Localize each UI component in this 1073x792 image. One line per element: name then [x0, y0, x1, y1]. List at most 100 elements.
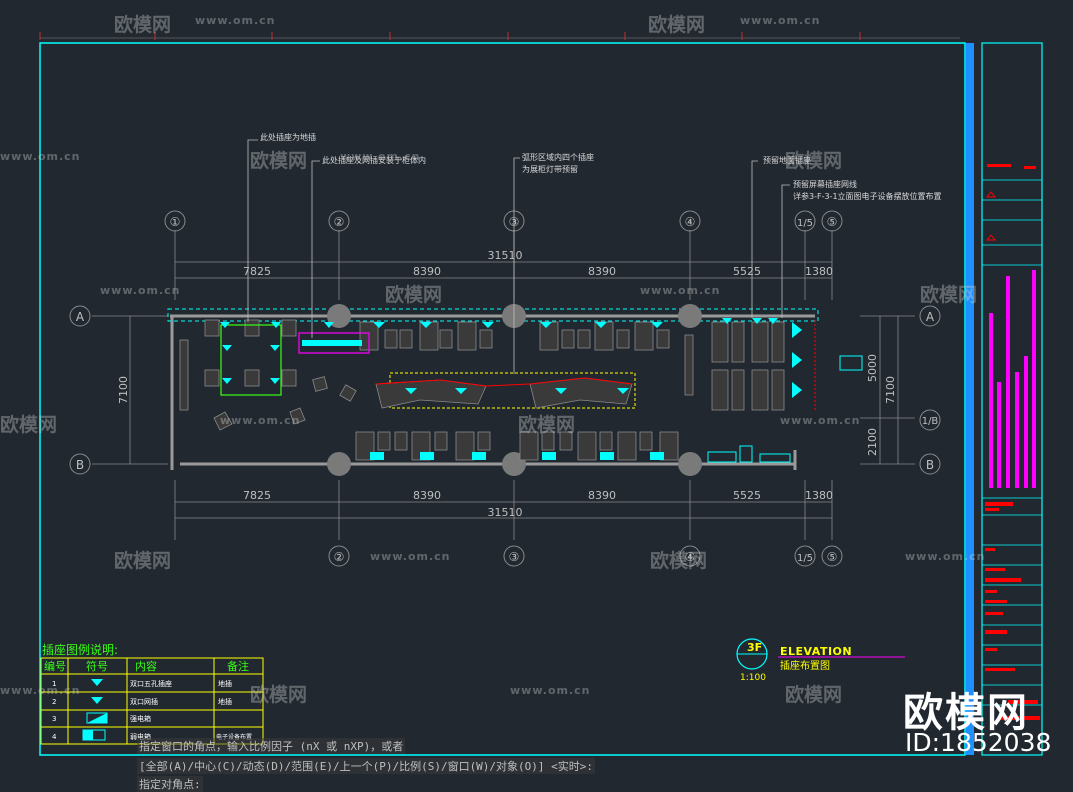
axis-row-b-right: B: [926, 458, 934, 472]
dim-right-height-1: 5000: [866, 354, 879, 382]
blue-divider-bar: [966, 43, 974, 755]
annotation-elevation-ref: 详参3-F-3-1立面图电子设备摆放位置布置: [793, 191, 942, 201]
command-line-prompt[interactable]: 指定对角点:: [137, 776, 203, 792]
title-block-rows: [982, 179, 1042, 706]
watermark-url: www.om.cn: [0, 150, 81, 163]
command-line-history-2: [全部(A)/中心(C)/动态(D)/范围(E)/上一个(P)/比例(S)/窗口…: [137, 758, 596, 774]
columns: [327, 304, 702, 476]
watermark-logo: 欧模网: [250, 684, 308, 706]
watermark-url: www.om.cn: [0, 684, 81, 697]
legend-header-note: 备注: [227, 659, 249, 673]
watermark-logo: 欧模网: [0, 414, 58, 436]
dim-top-seg-5: 1380: [805, 265, 833, 278]
ceiling-dashed-outline: [167, 308, 819, 322]
dimension-lines-bottom: [174, 480, 833, 540]
legend-header-content: 内容: [135, 659, 157, 673]
cyan-outline-boxes: [707, 355, 863, 463]
magenta-cabinet: [298, 332, 370, 354]
dim-bottom-seg-2: 8390: [413, 489, 441, 502]
watermark-url: www.om.cn: [510, 684, 591, 697]
legend-table: [40, 657, 264, 745]
furniture-left-area: [179, 319, 694, 431]
dim-left-height: 7100: [117, 376, 130, 404]
brand-id: ID:1852038: [905, 728, 1052, 757]
annotation-ground-socket: 预留地面插座: [763, 155, 811, 165]
elevation-scale: 1:100: [740, 673, 766, 683]
annotation-screen-socket: 预留屏幕插座网线: [793, 179, 857, 189]
legend-row-1-content: 双口五孔插座: [130, 679, 172, 688]
furniture-top-row: [359, 321, 785, 363]
red-curve-line: [375, 377, 633, 387]
legend-row-2-content: 双口网插: [130, 697, 158, 706]
title-block-magenta-bars: [989, 270, 1036, 488]
watermark-url: www.om.cn: [340, 150, 421, 163]
dim-bottom-seg-1: 7825: [243, 489, 271, 502]
elevation-subtitle: 插座布置图: [780, 661, 830, 672]
watermark-url: www.om.cn: [740, 14, 821, 27]
axis-col-2-bottom: ②: [334, 550, 345, 564]
annotation-cabinet-socket: 此处插座及网插安装于柜体内: [322, 155, 426, 165]
legend-row-2-no: 2: [52, 698, 56, 706]
dim-bottom-seg-3: 8390: [588, 489, 616, 502]
title-block-triangles: [985, 191, 997, 241]
dim-top-seg-1: 7825: [243, 265, 271, 278]
elevation-title: ELEVATION: [780, 645, 853, 658]
legend-row-1-no: 1: [52, 680, 56, 688]
axis-row-a-right: A: [926, 310, 935, 324]
legend-title: 插座图例说明:: [42, 643, 119, 657]
axis-row-1b-right: 1/B: [922, 416, 939, 427]
watermark-url: www.om.cn: [220, 414, 301, 427]
watermark-logo: 欧模网: [518, 414, 576, 436]
watermark-url: www.om.cn: [640, 284, 721, 297]
legend-row-4-content: 弱电箱: [130, 732, 151, 741]
brand-logo: 欧模网: [903, 690, 1029, 736]
dim-top-seg-3: 8390: [588, 265, 616, 278]
legend-row-4-no: 4: [52, 733, 57, 741]
command-line-history-1: 指定窗口的角点，输入比例因子 (nX 或 nXP)，或者: [137, 738, 406, 754]
dim-right-total: 7100: [884, 376, 897, 404]
dimension-lines-side: [92, 315, 915, 465]
title-block-red-text: [985, 164, 1040, 720]
axis-row-a-left: A: [76, 310, 85, 324]
axis-col-5: ⑤: [827, 215, 838, 229]
axis-col-1-5: 1/5: [797, 218, 813, 229]
dim-bottom-seg-5: 1380: [805, 489, 833, 502]
legend-row-3-no: 3: [52, 715, 56, 723]
watermark-url: www.om.cn: [370, 550, 451, 563]
watermark-url: www.om.cn: [780, 414, 861, 427]
elevation-symbol: [736, 638, 905, 670]
axis-col-1: ①: [170, 215, 181, 229]
legend-header-no: 编号: [44, 659, 66, 673]
annotation-curve-area: 弧形区域内四个插座: [522, 152, 594, 162]
dim-bottom-seg-4: 5525: [733, 489, 761, 502]
legend-row-3-content: 强电箱: [130, 714, 151, 723]
title-block-frame: [981, 42, 1043, 756]
watermark-logo: 欧模网: [114, 550, 172, 572]
dim-right-height-2: 2100: [866, 428, 879, 456]
dim-top-seg-2: 8390: [413, 265, 441, 278]
socket-symbols: [220, 318, 802, 460]
dim-top-seg-4: 5525: [733, 265, 761, 278]
drawing-frame: [39, 42, 966, 756]
dim-top-total: 31510: [488, 249, 523, 262]
axis-col-4-bottom: ④: [685, 550, 696, 564]
watermark-url: www.om.cn: [100, 284, 181, 297]
watermark-logo: 欧模网: [650, 550, 708, 572]
dim-bottom-total: 31510: [488, 506, 523, 519]
watermark-logo: 欧模网: [785, 684, 843, 706]
watermark-logo: 欧模网: [920, 284, 978, 306]
legend-row-2-note: 地插: [218, 697, 232, 706]
watermark-url: www.om.cn: [195, 14, 276, 27]
display-cabinets: [375, 377, 633, 409]
annotation-display-light: 为展柜灯带预留: [522, 164, 578, 174]
axis-row-b-left: B: [76, 458, 84, 472]
watermark-url: www.om.cn: [905, 550, 986, 563]
axis-col-4: ④: [685, 215, 696, 229]
elevation-number: 3F: [747, 641, 763, 654]
legend-row-4-note: 电子设备布置: [216, 733, 252, 741]
watermark-logo: 欧模网: [648, 14, 706, 36]
watermark-logo: 欧模网: [114, 14, 172, 36]
axis-col-5-bottom: ⑤: [827, 550, 838, 564]
leader-lines: [247, 139, 790, 374]
